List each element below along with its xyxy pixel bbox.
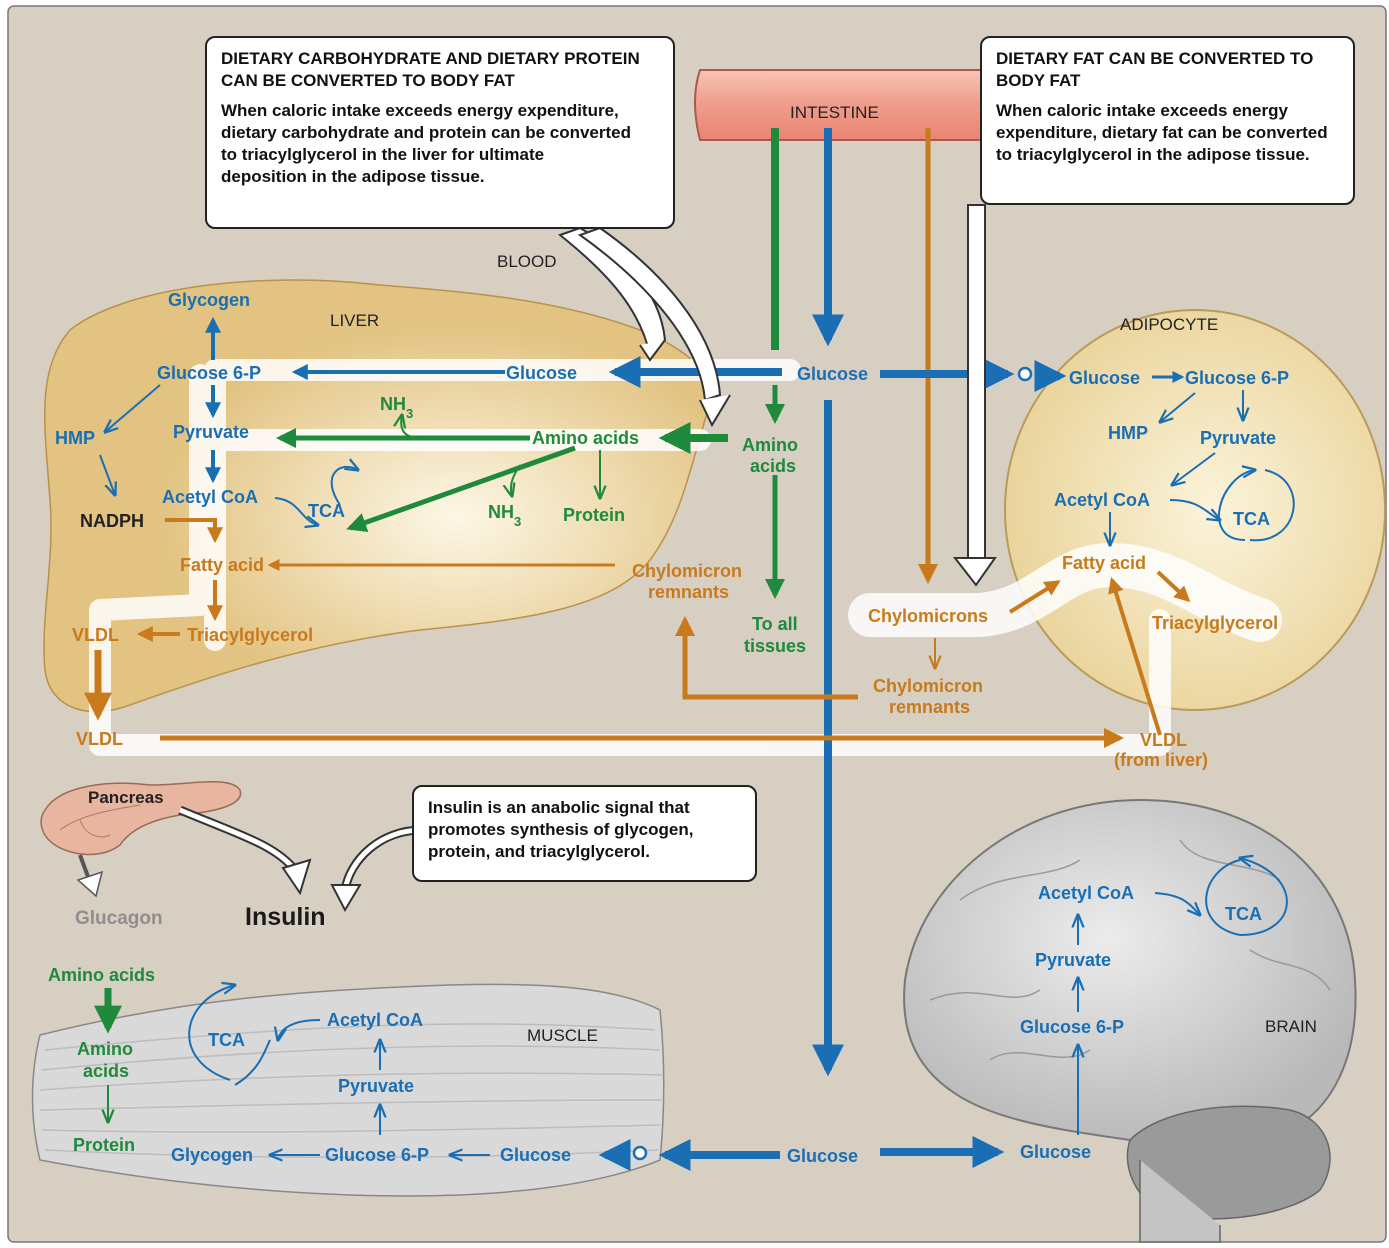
blood-to-all-2: tissues bbox=[744, 636, 806, 656]
adipocyte-pyruvate: Pyruvate bbox=[1200, 428, 1276, 448]
liver-label: LIVER bbox=[330, 311, 379, 330]
adipocyte-glucose: Glucose bbox=[1069, 368, 1140, 388]
blood-chylo-rem-1: Chylomicron bbox=[873, 676, 983, 696]
brain-shape bbox=[903, 798, 1357, 1243]
muscle-protein: Protein bbox=[73, 1135, 135, 1155]
intestine-label: INTESTINE bbox=[790, 103, 879, 122]
blood-glucose: Glucose bbox=[797, 364, 868, 384]
liver-labels: Glycogen Glucose 6-P Glucose HMP Pyruvat… bbox=[55, 290, 742, 645]
muscle-glucose: Glucose bbox=[500, 1145, 571, 1165]
blood-to-all-1: To all bbox=[752, 614, 798, 634]
liver-protein: Protein bbox=[563, 505, 625, 525]
liver-pyruvate: Pyruvate bbox=[173, 422, 249, 442]
blood-vldl: VLDL bbox=[76, 729, 123, 749]
liver-hmp: HMP bbox=[55, 428, 95, 448]
muscle-amino-2: acids bbox=[83, 1061, 129, 1081]
adipocyte-glucose6p: Glucose 6-P bbox=[1185, 368, 1289, 388]
callout-tails bbox=[557, 204, 997, 587]
liver-acetyl-coa: Acetyl CoA bbox=[162, 487, 258, 507]
muscle-label: MUSCLE bbox=[527, 1026, 598, 1045]
adipocyte-labels: Glucose Glucose 6-P HMP Pyruvate Acetyl … bbox=[1054, 368, 1289, 633]
adipocyte-tca: TCA bbox=[1233, 509, 1270, 529]
muscle-shape bbox=[31, 983, 665, 1197]
blood-amino-2: acids bbox=[750, 456, 796, 476]
callout-carb-body: When caloric intake exceeds energy expen… bbox=[221, 101, 632, 186]
liver-glycogen: Glycogen bbox=[168, 290, 250, 310]
callout-fat-title: DIETARY FAT CAN BE CONVERTED TO BODY FAT bbox=[996, 49, 1314, 90]
brain-tca: TCA bbox=[1225, 904, 1262, 924]
blood-labels: Glucose Amino acids To all tissues VLDL … bbox=[76, 364, 1208, 1166]
blood-chylo-rem-2: remnants bbox=[889, 697, 970, 717]
brain-label: BRAIN bbox=[1265, 1017, 1317, 1036]
liver-chylo-remnants-2: remnants bbox=[648, 582, 729, 602]
liver-vldl: VLDL bbox=[72, 625, 119, 645]
muscle-pyruvate: Pyruvate bbox=[338, 1076, 414, 1096]
pancreas-arrows bbox=[76, 805, 423, 913]
brain-pyruvate: Pyruvate bbox=[1035, 950, 1111, 970]
blood-amino-1: Amino bbox=[742, 435, 798, 455]
region-labels: INTESTINE BLOOD LIVER ADIPOCYTE MUSCLE B… bbox=[330, 103, 1317, 1045]
brain-glucose: Glucose bbox=[1020, 1142, 1091, 1162]
glucagon-label: Glucagon bbox=[75, 908, 163, 929]
liver-amino-acids: Amino acids bbox=[532, 428, 639, 448]
brain-acetyl-coa: Acetyl CoA bbox=[1038, 883, 1134, 903]
pancreas-labels: Pancreas Glucagon Insulin bbox=[75, 788, 326, 931]
adipocyte-arrows bbox=[880, 358, 1295, 545]
muscle-labels: Amino acids Amino acids Protein TCA Acet… bbox=[48, 965, 571, 1165]
liver-tca: TCA bbox=[308, 501, 345, 521]
liver-glucose6p: Glucose 6-P bbox=[157, 363, 261, 383]
adipocyte-acetyl-coa: Acetyl CoA bbox=[1054, 490, 1150, 510]
muscle-acetyl-coa: Acetyl CoA bbox=[327, 1010, 423, 1030]
liver-glucose: Glucose bbox=[506, 363, 577, 383]
muscle-amino-in: Amino acids bbox=[48, 965, 155, 985]
blood-vldl-liver-2: (from liver) bbox=[1114, 750, 1208, 770]
intestine-shape bbox=[694, 69, 1001, 141]
insulin-label: Insulin bbox=[245, 903, 326, 931]
muscle-tca: TCA bbox=[208, 1030, 245, 1050]
callout-insulin: Insulin is an anabolic signal that promo… bbox=[412, 785, 757, 882]
callout-fat: DIETARY FAT CAN BE CONVERTED TO BODY FAT… bbox=[980, 36, 1355, 205]
blood-vldl-liver-1: VLDL bbox=[1140, 730, 1187, 750]
brain-labels: Acetyl CoA TCA Pyruvate Glucose 6-P Gluc… bbox=[1020, 883, 1262, 1162]
liver-tag: Triacylglycerol bbox=[187, 625, 313, 645]
intestine-arrows bbox=[765, 128, 938, 1077]
pancreas-label: Pancreas bbox=[88, 788, 164, 807]
muscle-arrows bbox=[94, 985, 1005, 1171]
liver-fatty-acid: Fatty acid bbox=[180, 555, 264, 575]
muscle-glucose6p: Glucose 6-P bbox=[325, 1145, 429, 1165]
adipocyte-hmp: HMP bbox=[1108, 423, 1148, 443]
liver-nadph: NADPH bbox=[80, 511, 144, 531]
liver-chylo-remnants-1: Chylomicron bbox=[632, 561, 742, 581]
muscle-amino-1: Amino bbox=[77, 1039, 133, 1059]
adipocyte-shape bbox=[1004, 309, 1386, 711]
callout-carb: DIETARY CARBOHYDRATE AND DIETARY PROTEIN… bbox=[205, 36, 675, 229]
blood-glucose-bottom: Glucose bbox=[787, 1146, 858, 1166]
blood-chylomicrons: Chylomicrons bbox=[868, 606, 988, 626]
muscle-glycogen: Glycogen bbox=[171, 1145, 253, 1165]
adipocyte-tag: Triacylglycerol bbox=[1152, 613, 1278, 633]
blood-label: BLOOD bbox=[497, 252, 557, 271]
liver-arrows bbox=[84, 316, 1191, 748]
callout-insulin-body: Insulin is an anabolic signal that promo… bbox=[428, 798, 694, 861]
brain-glucose6p: Glucose 6-P bbox=[1020, 1017, 1124, 1037]
callout-carb-title: DIETARY CARBOHYDRATE AND DIETARY PROTEIN… bbox=[221, 49, 640, 90]
brain-arrows bbox=[1078, 858, 1288, 1135]
adipocyte-label: ADIPOCYTE bbox=[1120, 315, 1218, 334]
callout-fat-body: When caloric intake exceeds energy expen… bbox=[996, 101, 1328, 164]
adipocyte-fatty-acid: Fatty acid bbox=[1062, 553, 1146, 573]
